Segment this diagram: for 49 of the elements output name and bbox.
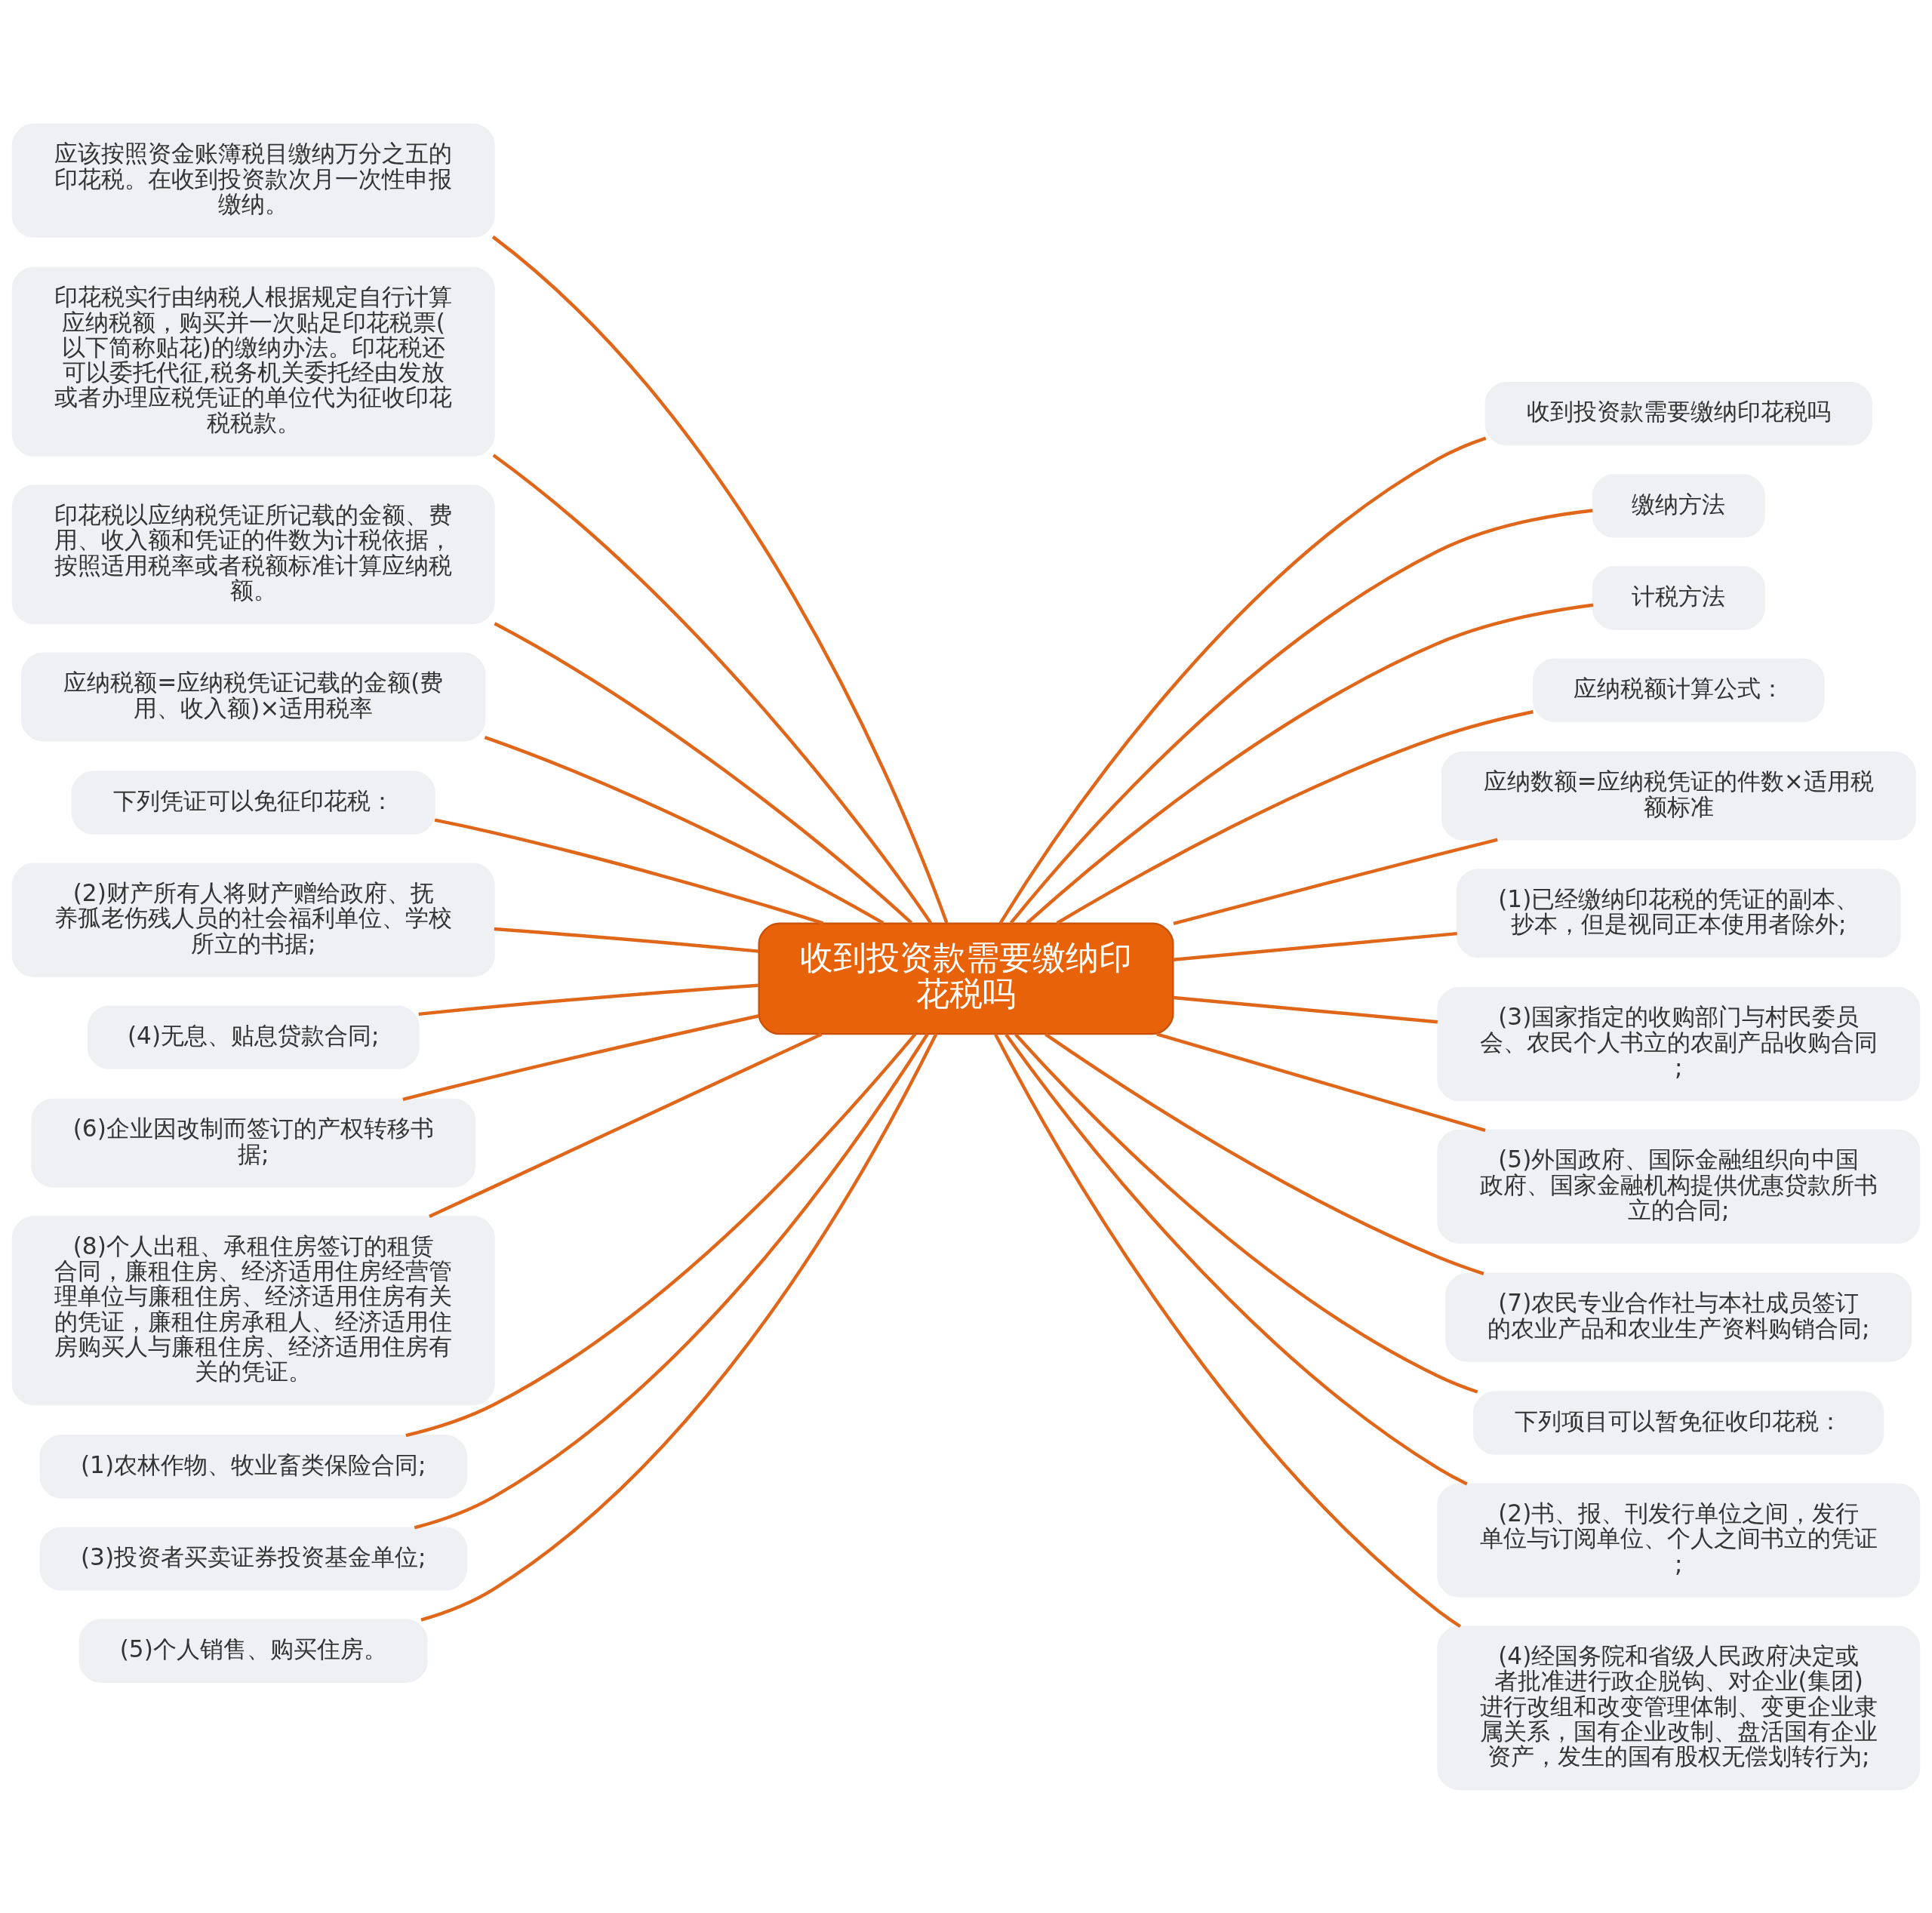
node-box: (5)个人销售、购买住房。 xyxy=(78,1619,428,1683)
node-box: 应纳税额=应纳税凭证记载的金额(费用、收入额)×适用税率 xyxy=(21,652,486,741)
connector xyxy=(998,435,1487,924)
connector xyxy=(1173,931,1457,961)
connector xyxy=(492,453,933,924)
node-box: 下列凭证可以免征印花税： xyxy=(71,770,435,835)
node-box: (3)投资者买卖证券投资基金单位; xyxy=(39,1526,467,1591)
connector xyxy=(1044,1032,1484,1275)
connector xyxy=(420,1032,938,1622)
node-box: 收到投资款需要缴纳印花税吗 xyxy=(758,921,1174,1035)
node-box: 下列项目可以暂免征收印花税： xyxy=(1473,1390,1884,1455)
node-box: (4)无息、贴息贷款合同; xyxy=(87,1004,420,1069)
connector xyxy=(1009,508,1593,924)
connector xyxy=(1173,995,1438,1023)
node-box: 缴纳方法 xyxy=(1592,473,1765,538)
connector xyxy=(1173,838,1498,925)
node-box: 计税方法 xyxy=(1592,565,1765,630)
connector xyxy=(994,1033,1462,1628)
node-box: (3)国家指定的收购部门与村民委员会、农民个人书立的农副产品收购合同; xyxy=(1437,986,1921,1101)
node-box: (6)企业因改制而签订的产权转移书据; xyxy=(31,1098,476,1187)
connector xyxy=(484,735,884,924)
node-box: (7)农民专业合作社与本社成员签订的农业产品和农业生产资料购销合同; xyxy=(1445,1272,1912,1362)
node-box: (5)外国政府、国际金融组织向中国政府、国家金融机构提供优惠贷款所书立的合同; xyxy=(1437,1129,1921,1244)
node-box: 印花税以应纳税凭证所记载的金额、费用、收入额和凭证的件数为计税依据，按照适用税率或者税额标准计算应纳税额。 xyxy=(11,484,495,624)
connector xyxy=(494,927,759,953)
connector xyxy=(1026,603,1594,924)
connector xyxy=(418,983,758,1016)
node-box: 收到投资款需要缴纳印花税吗 xyxy=(1484,381,1872,445)
connector xyxy=(494,621,913,924)
connector xyxy=(402,1013,759,1101)
node-box: (4)经国务院和省级人民政府决定或者批准进行政企脱钩、对企业(集团)进行改组和改变管理体制、变更企业隶属关系，国有企业改制、盘活国有企业资产，发生的国有股权无偿划转行为; xyxy=(1437,1625,1921,1790)
node-box: (1)已经缴纳印花税的凭证的副本、抄本，但是视同正本使用者除外; xyxy=(1456,868,1901,958)
connector xyxy=(414,1032,929,1530)
node-box: (1)农林作物、牧业畜类保险合同; xyxy=(39,1434,467,1499)
node-box: (8)个人出租、承租住房签订的租赁合同，廉租住房、经济适用住房经营管理单位与廉租住房、经济适用住房有关的凭证，廉租住房承租人、经济适用住房购买人与廉租住房、经济适用住房有关的凭证。 xyxy=(11,1215,495,1405)
connector xyxy=(405,1032,917,1437)
node-box: 应纳数额=应纳税凭证的件数×适用税额标准 xyxy=(1441,751,1916,841)
node-box: 应该按照资金账簿税目缴纳万分之五的印花税。在收到投资款次月一次性申报缴纳。 xyxy=(11,123,495,238)
node-box: 印花税实行由纳税人根据规定自行计算应纳税额，购买并一次贴足印花税票(以下简称贴花)的缴纳办法。印花税还可以委托代征,税务机关委托经由发放或者办理应税凭证的单位代为征收印花税税款。 xyxy=(11,266,495,457)
connector xyxy=(1056,709,1534,924)
connector xyxy=(1014,1032,1478,1394)
connector xyxy=(1156,1032,1486,1132)
node-box: (2)书、报、刊发行单位之间，发行单位与订阅单位、个人之间书立的凭证; xyxy=(1437,1483,1921,1598)
node-box: 应纳税额计算公式： xyxy=(1532,658,1825,722)
node-box: (2)财产所有人将财产赠给政府、抚养孤老伤残人员的社会福利单位、学校所立的书据; xyxy=(11,863,495,977)
connector xyxy=(1004,1033,1468,1485)
connector xyxy=(429,1032,823,1218)
connector xyxy=(491,235,949,924)
connector xyxy=(434,817,824,924)
